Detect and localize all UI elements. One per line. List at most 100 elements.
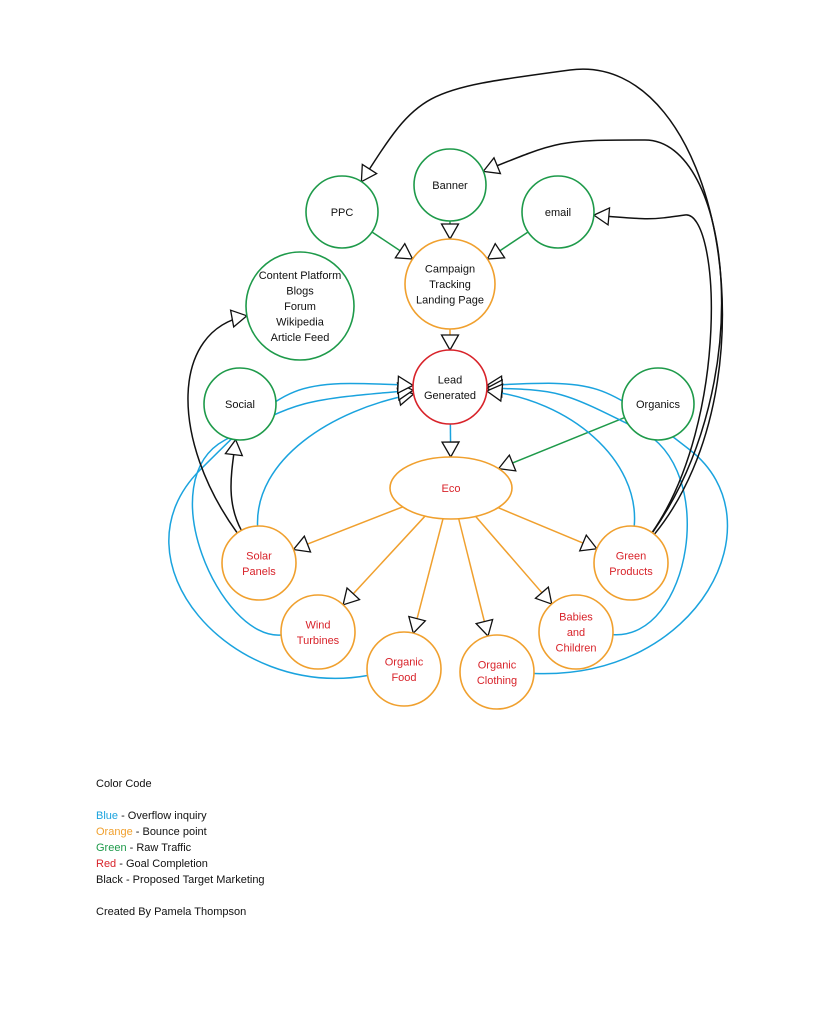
legend-word-orange: Orange [96, 826, 133, 838]
edge-banner-to-campaign [440, 221, 460, 241]
legend-desc-green: - Raw Traffic [126, 842, 192, 854]
arrowhead-icon [440, 334, 460, 352]
node-shape [413, 148, 487, 222]
edge-line [498, 416, 625, 470]
edge-line [360, 68, 724, 535]
node-label-line: Clothing [477, 675, 517, 687]
node-label-line: Generated [424, 390, 476, 402]
edge-green_products-to-lead [485, 383, 636, 527]
edge-eco-to-babies [475, 515, 553, 606]
node-label-line: Wikipedia [276, 317, 325, 329]
edge-line [256, 393, 414, 527]
arrowhead-icon [592, 206, 611, 227]
node-label-line: Forum [284, 301, 316, 313]
node-shape [621, 367, 695, 441]
arrowhead-icon [407, 615, 427, 635]
legend-item-green: Green - Raw Traffic [96, 840, 265, 856]
node-label-line: Solar [246, 550, 272, 562]
arrowhead-icon [485, 383, 504, 403]
node-label-line: Food [391, 672, 416, 684]
node-label-line: Organics [636, 399, 681, 411]
node-label-line: Products [609, 566, 653, 578]
edge-food-to-lead [168, 375, 415, 680]
legend-word-red: Red [96, 858, 117, 870]
edge-line [168, 382, 414, 680]
node-banner: Banner [413, 148, 487, 222]
arrowhead-icon [394, 242, 414, 260]
edge-line [191, 389, 414, 636]
node-shape [245, 251, 355, 361]
edge-green_products-to-banner [482, 139, 723, 534]
arrowhead-icon [396, 375, 415, 395]
edge-green_products-to-email [592, 206, 713, 534]
node-label-line: Panels [242, 566, 276, 578]
node-shape [305, 175, 379, 249]
node-shape [538, 594, 614, 670]
author-credit: Created By Pamela Thompson [96, 906, 247, 918]
edge-line [187, 315, 248, 534]
arrowhead-icon [440, 441, 461, 459]
edge-lead-to-eco [440, 423, 461, 459]
node-label-line: Social [225, 399, 255, 411]
node-label-line: Article Feed [271, 332, 330, 344]
color-legend: Color Code Blue - Overflow inquiry Orang… [96, 776, 265, 920]
arrowhead-icon [440, 223, 460, 241]
edge-solar-to-lead [256, 387, 415, 527]
edge-line [293, 506, 403, 551]
edge-eco-to-solar [292, 506, 403, 553]
node-shape [221, 525, 297, 601]
node-shape [404, 238, 496, 330]
edge-solar-to-content [187, 309, 249, 534]
arrowhead-icon [229, 309, 249, 329]
node-label-line: Lead [438, 374, 462, 386]
edge-line [457, 518, 489, 637]
node-label-line: Turbines [297, 635, 340, 647]
legend-word-blue: Blue [96, 810, 119, 822]
edge-eco-to-green_products [497, 506, 599, 552]
arrowhead-icon [292, 534, 312, 553]
edge-ppc-to-campaign [371, 231, 414, 260]
node-content: Content PlatformBlogsForumWikipediaArtic… [245, 251, 355, 361]
node-email: email [521, 175, 595, 249]
edge-line [486, 390, 636, 527]
edge-eco-to-food [407, 518, 444, 635]
node-social: Social [203, 367, 277, 441]
node-label-line: Wind [305, 619, 330, 631]
edge-line [483, 139, 723, 534]
node-shape [389, 456, 513, 520]
edge-line [497, 506, 598, 550]
node-label-line: Landing Page [416, 295, 484, 307]
node-label-line: Organic [478, 659, 517, 671]
legend-desc-black: - Proposed Target Marketing [122, 874, 265, 886]
node-shape [280, 594, 356, 670]
edge-line [342, 515, 426, 606]
edge-line [486, 387, 688, 636]
node-label-line: and [567, 627, 585, 639]
node-label-line: Children [556, 643, 597, 655]
edge-eco-to-clothing [457, 518, 494, 638]
node-label-line: Campaign [425, 264, 475, 276]
node-ppc: PPC [305, 175, 379, 249]
node-eco: Eco [389, 456, 513, 520]
node-label-line: Content Platform [259, 270, 342, 282]
edge-line [475, 515, 553, 605]
node-label-line: Babies [559, 612, 593, 624]
node-shape [593, 525, 669, 601]
node-label-line: email [545, 207, 571, 219]
node-label-line: Blogs [286, 286, 314, 298]
arrowhead-icon [497, 453, 517, 472]
node-shape [412, 349, 488, 425]
edge-campaign-to-lead [440, 329, 460, 352]
arrowhead-icon [474, 618, 494, 638]
node-label-line: Banner [432, 180, 468, 192]
arrowhead-icon [486, 242, 506, 260]
node-shape [459, 634, 535, 710]
legend-desc-orange: - Bounce point [132, 826, 207, 838]
